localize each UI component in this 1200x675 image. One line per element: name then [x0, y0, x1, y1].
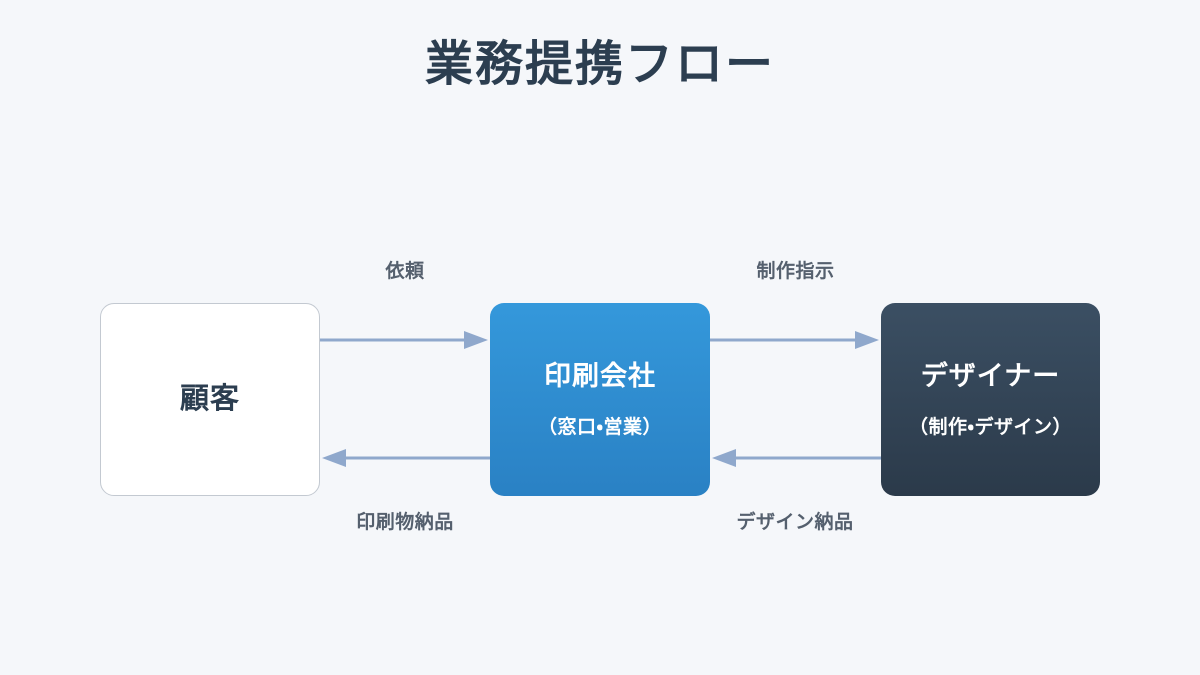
node-customer[interactable]: 顧客 [100, 303, 320, 496]
node-designer-subtitle: （制作・デザイン） [909, 416, 1072, 438]
edge-label-print-delivery: 印刷物納品 [356, 512, 454, 533]
node-customer-title: 顧客 [179, 383, 240, 416]
node-printing-company[interactable]: 印刷会社 （窓口・営業） [490, 303, 710, 496]
arrow-right-instruction-icon [710, 329, 881, 351]
arrow-left-design-delivery-icon [710, 447, 881, 469]
edge-label-instruction: 制作指示 [756, 261, 835, 282]
node-printing-company-title: 印刷会社 [544, 360, 656, 391]
arrow-right-request-icon [320, 329, 490, 351]
node-designer[interactable]: デザイナー （制作・デザイン） [881, 303, 1100, 496]
edge-label-design-delivery: デザイン納品 [736, 512, 854, 533]
node-designer-title: デザイナー [920, 360, 1061, 391]
edge-label-request: 依頼 [385, 261, 425, 282]
arrow-left-print-delivery-icon [320, 447, 490, 469]
node-printing-company-subtitle: （窓口・営業） [538, 416, 662, 438]
page-title: 業務提携フロー [424, 38, 775, 91]
